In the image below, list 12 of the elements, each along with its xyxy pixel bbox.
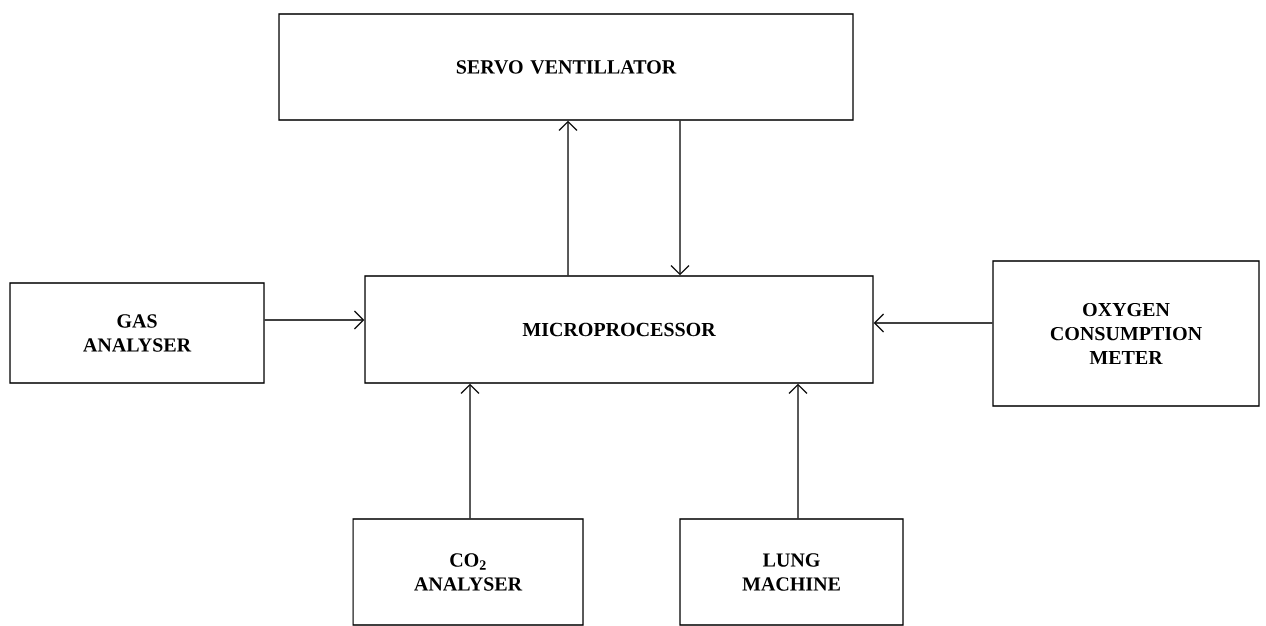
arrow bbox=[460, 383, 480, 519]
process-box: MICROPROCESSOR bbox=[364, 275, 874, 384]
process-box: LUNG MACHINE bbox=[679, 518, 904, 626]
arrow bbox=[873, 313, 993, 333]
arrow bbox=[558, 120, 578, 276]
arrow bbox=[788, 383, 808, 519]
process-box: GAS ANALYSER bbox=[9, 282, 265, 384]
arrow bbox=[670, 120, 690, 276]
process-box: SERVO VENTILLATOR bbox=[278, 13, 854, 121]
process-box: CO$_{2}$ ANALYSER bbox=[352, 518, 584, 626]
arrow bbox=[264, 310, 365, 330]
process-box: OXYGEN CONSUMPTION METER bbox=[992, 260, 1260, 407]
